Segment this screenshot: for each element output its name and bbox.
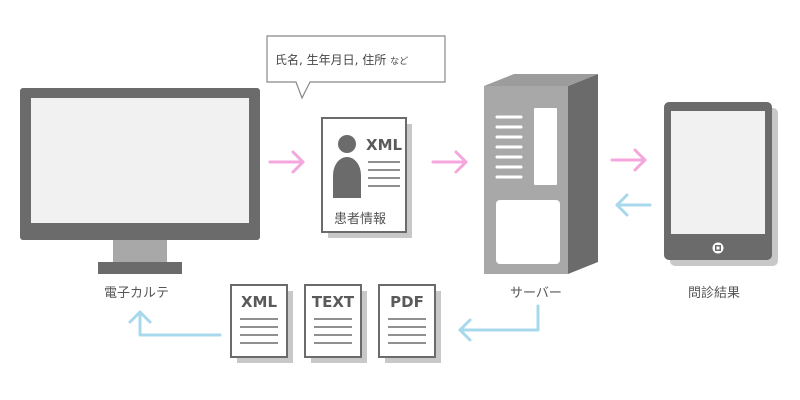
arrow-right-icon bbox=[268, 150, 305, 174]
document-xml-icon bbox=[230, 284, 293, 363]
document-pdf-icon bbox=[378, 284, 441, 363]
tablet-icon bbox=[664, 102, 778, 266]
monitor-icon bbox=[20, 88, 260, 274]
server-icon bbox=[484, 74, 598, 274]
return-arrow-icon bbox=[458, 304, 540, 342]
doc-label-text: TEXT bbox=[311, 293, 355, 311]
doc-label-xml: XML bbox=[240, 293, 278, 311]
doc-label-pdf: PDF bbox=[390, 293, 424, 311]
karte-label: 電子カルテ bbox=[104, 286, 170, 301]
bubble-main-text: 氏名, 生年月日, 住所 bbox=[275, 53, 387, 67]
document-text-icon bbox=[304, 284, 367, 363]
patient-card-caption: 患者情報 bbox=[334, 212, 387, 227]
patient-card bbox=[321, 117, 412, 238]
arrow-left-icon bbox=[615, 193, 652, 217]
arrow-right-icon bbox=[431, 150, 468, 174]
speech-bubble bbox=[266, 35, 446, 100]
speech-bubble-text: 氏名, 生年月日, 住所 など bbox=[275, 51, 408, 68]
tablet-label: 問診結果 bbox=[688, 286, 741, 301]
arrow-right-icon bbox=[610, 148, 647, 172]
return-arrow-icon bbox=[128, 310, 222, 337]
patient-card-format: XML bbox=[366, 136, 403, 154]
server-label: サーバー bbox=[510, 286, 562, 301]
bubble-suffix-text: など bbox=[390, 57, 409, 67]
person-icon bbox=[333, 135, 361, 198]
